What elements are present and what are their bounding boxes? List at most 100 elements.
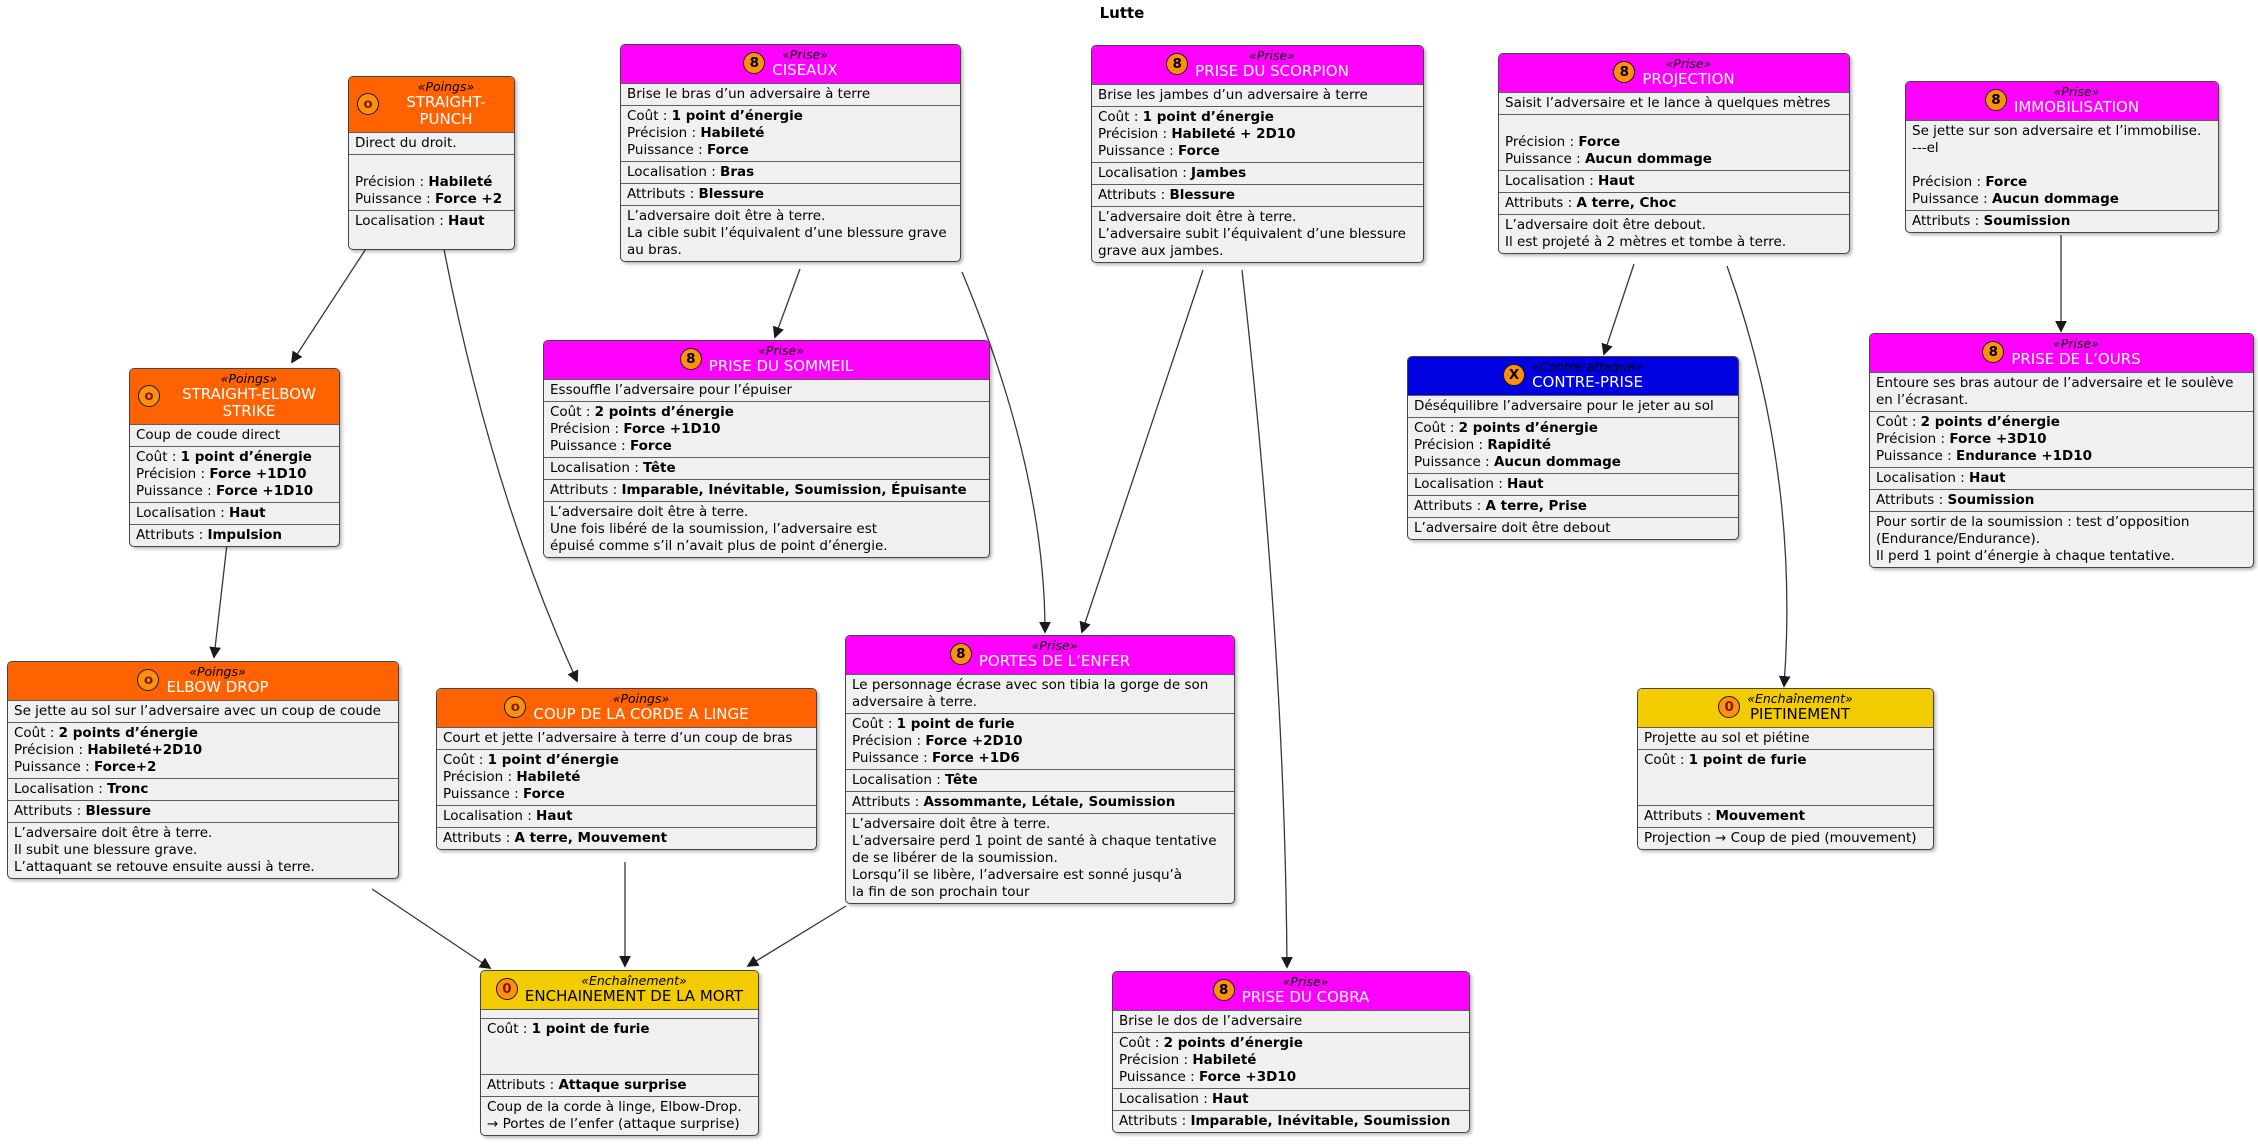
card-title: ELBOW DROP <box>166 678 269 696</box>
text-segment: Précision : <box>550 420 624 437</box>
section-line: Projection → Coup de pied (mouvement) <box>1644 830 1927 847</box>
section-line: Coût : 2 points d’énergie <box>550 404 983 421</box>
text-segment: Endurance +1D10 <box>1955 447 2093 464</box>
card-section: Localisation : Haut <box>130 501 339 524</box>
text-segment: Localisation : <box>1098 164 1192 181</box>
section-line: Précision : Rapidité <box>1414 437 1732 454</box>
card-section: Attributs : Blessure <box>1092 183 1423 206</box>
spot-icon: 8 <box>949 643 972 666</box>
section-line: Puissance : Force +1D10 <box>136 483 333 500</box>
text-segment: Puissance : <box>136 482 216 499</box>
card-title: PRISE DE L’OURS <box>2011 350 2141 368</box>
text-segment: Coût : <box>1119 1034 1164 1051</box>
text-segment: Aucun dommage <box>1493 453 1621 470</box>
text-segment: Habileté + 2D10 <box>1171 125 1296 142</box>
section-line: Attributs : Blessure <box>1098 187 1417 204</box>
card-header: 8«Prise»PRISE DU SCORPION <box>1092 46 1423 84</box>
text-segment: Localisation : <box>1876 469 1970 486</box>
text-segment: A terre, Choc <box>1576 194 1677 211</box>
card-title: PROJECTION <box>1642 70 1735 88</box>
section-line: en l’écrasant. <box>1876 392 2247 409</box>
edge-arrow <box>209 543 228 659</box>
text-segment: Imparable, Inévitable, Soumission, Épuis… <box>621 481 967 498</box>
text-segment: Précision : <box>1505 133 1579 150</box>
text-segment: Attributs : <box>852 793 924 810</box>
section-line: Coût : 2 points d’énergie <box>14 725 392 742</box>
section-line <box>355 157 508 174</box>
text-segment: 1 point d’énergie <box>1142 108 1274 125</box>
text-segment: Localisation : <box>627 163 721 180</box>
section-line: Coût : 2 points d’énergie <box>1414 420 1732 437</box>
section-line <box>487 1055 752 1072</box>
card-section: Attributs : Blessure <box>621 182 960 205</box>
text-segment: Précision : <box>443 768 517 785</box>
text-segment: Essouffle l’adversaire pour l’épuiser <box>550 381 793 398</box>
text-segment: Attributs : <box>1414 497 1486 514</box>
text-segment: Puissance : <box>14 758 94 775</box>
text-segment: Habileté <box>516 768 581 785</box>
text-segment: Puissance : <box>1119 1068 1199 1085</box>
section-line: L’adversaire doit être à terre. <box>14 825 392 842</box>
section-line: Puissance : Force +2 <box>355 191 508 208</box>
section-line: Puissance : Aucun dommage <box>1505 151 1843 168</box>
card-title: PORTES DE L’ENFER <box>978 652 1131 670</box>
text-segment: A terre, Mouvement <box>514 829 668 846</box>
stereotype-label: «Poings» <box>189 664 246 679</box>
text-segment: 2 points d’énergie <box>1920 413 2060 430</box>
section-line: L’adversaire doit être à terre. <box>550 504 983 521</box>
text-segment: Il est projeté à 2 mètres et tombe à ter… <box>1505 233 1787 250</box>
text-segment: 2 points d’énergie <box>1163 1034 1303 1051</box>
stereotype-label: «Prise» <box>1249 48 1295 63</box>
card-section: Attributs : Imparable, Inévitable, Soumi… <box>544 478 989 501</box>
text-segment: L’adversaire doit être debout. <box>1505 216 1706 233</box>
text-segment: Blessure <box>698 185 765 202</box>
text-segment: Attributs : <box>1098 186 1170 203</box>
card-section: Attributs : Blessure <box>8 799 398 822</box>
text-segment: A terre, Prise <box>1485 497 1587 514</box>
edge-arrow <box>1726 265 1791 688</box>
text-segment: Force <box>629 437 672 454</box>
section-line: Précision : Habileté <box>355 174 508 191</box>
card-section: Attributs : A terre, Choc <box>1499 191 1849 214</box>
text-segment: Puissance : <box>1414 453 1494 470</box>
text-segment: Haut <box>1598 172 1635 189</box>
text-segment: Coût : <box>1644 751 1689 768</box>
text-segment: Il perd 1 point d’énergie à chaque tenta… <box>1876 547 2175 564</box>
text-segment: Habileté <box>1192 1051 1257 1068</box>
section-line: Coût : 1 point d’énergie <box>1098 109 1417 126</box>
spot-icon: o <box>138 384 160 407</box>
text-segment: Habileté <box>700 124 765 141</box>
text-segment: Coût : <box>1876 413 1921 430</box>
card-section: Localisation : Bras <box>621 160 960 183</box>
card-header: 8«Prise»PRISE DU SOMMEIL <box>544 341 989 379</box>
text-segment: Direct du droit. <box>355 134 457 151</box>
section-line <box>487 1038 752 1055</box>
section-line: L’adversaire doit être à terre. <box>627 208 954 225</box>
text-segment: Il subit une blessure grave. <box>14 841 198 858</box>
section-line <box>1644 769 1927 786</box>
card-section: L’adversaire doit être debout.Il est pro… <box>1499 213 1849 253</box>
spot-icon: 8 <box>679 348 702 371</box>
section-line <box>1912 157 2212 174</box>
card-section: Brise les jambes d’un adversaire à terre <box>1092 83 1423 106</box>
text-segment: Brise le bras d’un adversaire à terre <box>627 85 871 102</box>
text-segment: Précision : <box>852 732 926 749</box>
section-line: de se libérer de la soumission. <box>852 850 1228 867</box>
section-line: Localisation : Haut <box>136 505 333 522</box>
stereotype-label: «Poings» <box>612 691 670 706</box>
card-section: Attributs : Soumission <box>1906 209 2218 232</box>
text-segment: épuisé comme s’il n’avait plus de point … <box>550 537 888 554</box>
text-segment: Brise les jambes d’un adversaire à terre <box>1098 86 1368 103</box>
card-title: ENCHAINEMENT DE LA MORT <box>524 987 744 1005</box>
stereotype-label: «Prise» <box>1665 56 1712 71</box>
section-line: Attributs : Assommante, Létale, Soumissi… <box>852 794 1228 811</box>
text-segment: Blessure <box>85 802 152 819</box>
